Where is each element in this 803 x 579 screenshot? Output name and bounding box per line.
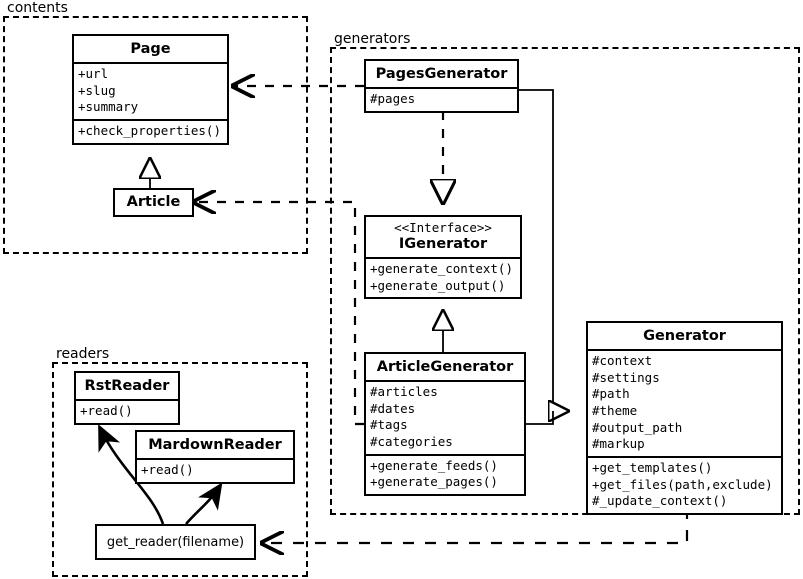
package-contents [3,16,308,254]
class-pagesgenerator-name: PagesGenerator [375,66,508,82]
class-generator-attributes: #context #settings #path #theme #output_… [588,349,781,456]
operation: +generate_output() [370,277,506,293]
attribute: #path [592,386,630,402]
attribute: #context [592,353,653,369]
class-rstreader-name: RstReader [84,378,170,394]
attribute: +slug [78,82,116,98]
class-articlegenerator-attributes: #articles #dates #tags #categories [366,380,524,454]
class-articlegenerator-operations: +generate_feeds() +generate_pages() [366,453,524,494]
class-rstreader[interactable]: RstReader +read() [74,371,180,425]
class-page-attributes: +url +slug +summary [74,62,227,119]
package-readers [52,362,308,577]
class-article[interactable]: Article [113,188,194,217]
class-igenerator-operations: +generate_context() +generate_output() [366,256,520,297]
class-mardownreader[interactable]: MardownReader +read() [135,430,295,484]
class-generator-operations: +get_templates() +get_files(path,exclude… [588,455,781,513]
class-mardownreader-name: MardownReader [148,437,282,453]
class-page-name: Page [130,41,171,57]
operation: +generate_context() [370,260,513,276]
attribute: #categories [370,434,453,450]
class-articlegenerator-name: ArticleGenerator [376,359,514,375]
operation: +get_templates() [592,459,713,475]
class-article-name: Article [126,194,181,211]
operation: +generate_pages() [370,474,498,490]
attribute: #dates [370,400,416,416]
class-igenerator-title: IGenerator [398,235,488,252]
class-mardownreader-operations: +read() [137,458,293,482]
class-pagesgenerator-attributes: #pages [366,87,517,111]
attribute: #theme [592,403,638,419]
operation: +generate_feeds() [370,457,498,473]
package-generators-label: generators [332,31,413,47]
attribute: #articles [370,384,438,400]
attribute: #pages [370,91,416,107]
class-generator-name: Generator [643,328,726,344]
operation: +get_files(path,exclude) [592,476,773,492]
operation: #_update_context() [592,493,728,509]
attribute: +url [78,66,109,82]
function-get-reader[interactable]: get_reader(filename) [95,524,256,560]
operation: +read() [80,403,133,419]
class-generator[interactable]: Generator #context #settings #path #them… [586,321,783,515]
package-contents-label: contents [5,0,70,16]
operation: +check_properties() [78,123,221,139]
function-get-reader-label: get_reader(filename) [106,534,245,550]
class-igenerator-stereotype: <<Interface>> [394,220,492,235]
package-readers-label: readers [54,346,112,362]
attribute: +summary [78,99,139,115]
attribute: #settings [592,369,660,385]
class-rstreader-operations: +read() [76,399,178,423]
class-page-operations: +check_properties() [74,119,227,143]
class-igenerator-name: <<Interface>> IGenerator [366,217,520,257]
attribute: #output_path [592,419,683,435]
operation: +read() [141,462,194,478]
class-page[interactable]: Page +url +slug +summary +check_properti… [72,34,229,145]
class-pagesgenerator[interactable]: PagesGenerator #pages [364,59,519,113]
attribute: #markup [592,436,645,452]
attribute: #tags [370,417,408,433]
class-articlegenerator[interactable]: ArticleGenerator #articles #dates #tags … [364,352,526,496]
class-igenerator[interactable]: <<Interface>> IGenerator +generate_conte… [364,215,522,300]
